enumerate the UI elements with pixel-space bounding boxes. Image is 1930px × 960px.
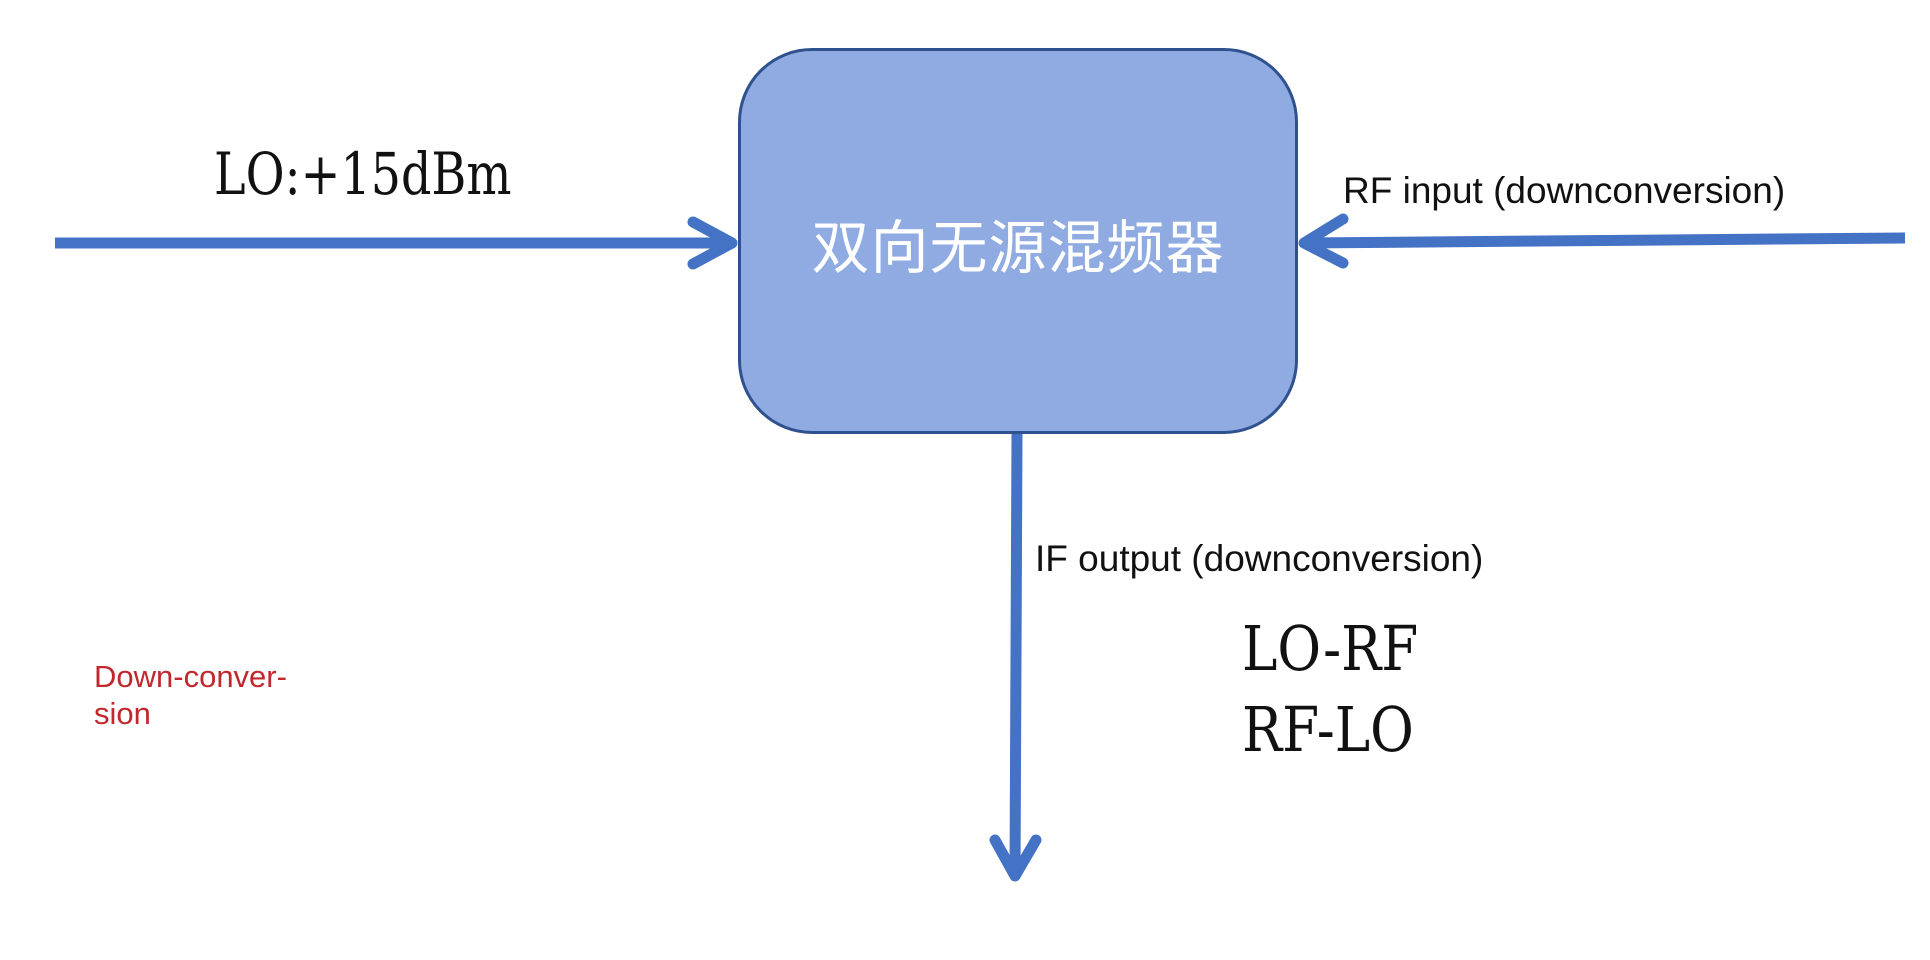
mixer-title: 双向无源混频器 xyxy=(811,214,1225,282)
rf-input-arrow xyxy=(1298,213,1906,269)
lo-input-arrow xyxy=(55,216,738,270)
lo-port-label: LO:+15dBm xyxy=(214,140,512,208)
if-port-label: IF output (downconversion) xyxy=(1035,538,1484,579)
rf-port-label: RF input (downconversion) xyxy=(1343,170,1786,211)
if-output-arrow xyxy=(989,433,1042,882)
if-product-rf-minus-lo: RF-LO xyxy=(1242,693,1414,766)
if-product-lo-minus-rf: LO-RF xyxy=(1242,612,1419,685)
downconversion-note: Down-conver- sion xyxy=(94,659,287,731)
mixer-block: 双向无源混频器 xyxy=(738,48,1298,434)
